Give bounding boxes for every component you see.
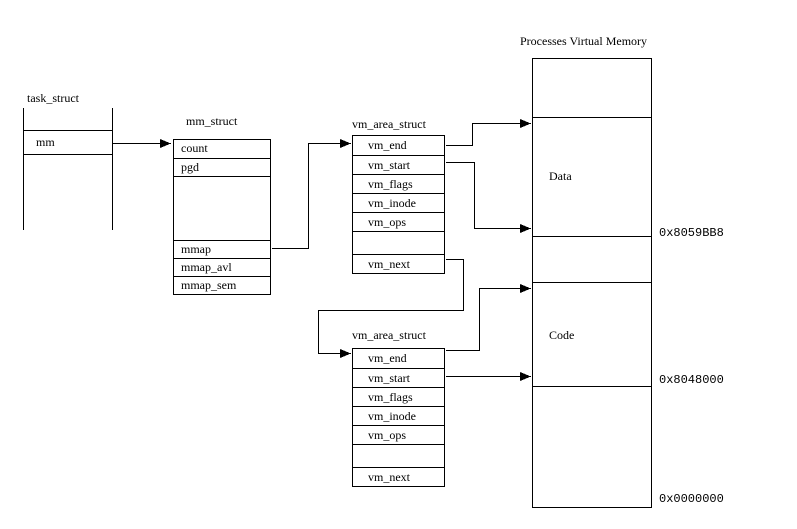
vma2-row-vm-start: vm_start: [353, 368, 444, 387]
memory-region-data: Data: [549, 169, 572, 183]
vma1-row-empty: [353, 231, 444, 254]
arrow-vma1-vm-next-to-vm-area-2: [318, 259, 464, 358]
vma2-row-vm-ops: vm_ops: [353, 425, 444, 444]
address-label-zero: 0x0000000: [659, 492, 724, 506]
mm-struct-row-mmap: mmap: [174, 240, 270, 258]
memory-boundary-data-bottom: [533, 236, 651, 237]
vma1-row-vm-ops: vm_ops: [353, 212, 444, 231]
vma2-row-vm-flags: vm_flags: [353, 387, 444, 406]
vm-area-struct-2-box: vm_end vm_start vm_flags vm_inode vm_ops…: [352, 348, 445, 487]
mm-struct-row-mmap-avl: mmap_avl: [174, 258, 270, 276]
mm-struct-label: mm_struct: [186, 114, 238, 128]
task-struct-field-mm: mm: [36, 135, 55, 149]
mm-struct-box: count pgd mmap mmap_avl mmap_sem: [173, 139, 271, 295]
vm-area-struct-2-label: vm_area_struct: [352, 328, 426, 342]
vma2-row-empty: [353, 444, 444, 467]
vma1-row-vm-flags: vm_flags: [353, 174, 444, 193]
arrow-vma1-vm-start-to-memory: [446, 162, 531, 233]
arrow-mmap-to-vm-area-1: [272, 139, 351, 249]
vma1-row-vm-next: vm_next: [353, 254, 444, 273]
memory-map-title: Processes Virtual Memory: [520, 34, 648, 48]
vma1-row-vm-end: vm_end: [368, 138, 407, 152]
mm-struct-row-empty: [174, 176, 270, 240]
memory-region-code: Code: [549, 328, 575, 342]
vma2-row-vm-next: vm_next: [353, 467, 444, 486]
vma1-row-vm-start: vm_start: [353, 155, 444, 174]
vma2-row-vm-inode: vm_inode: [353, 406, 444, 425]
address-label-data-start: 0x8059BB8: [659, 226, 724, 240]
address-label-code-start: 0x8048000: [659, 373, 724, 387]
vma1-row-vm-inode: vm_inode: [353, 193, 444, 212]
memory-boundary-code-bottom: [533, 386, 651, 387]
memory-boundary-data-top: [533, 117, 651, 118]
arrow-vma1-vm-end-to-memory: [446, 119, 531, 146]
memory-boundary-code-top: [533, 282, 651, 283]
vma2-row-vm-end: vm_end: [368, 351, 407, 365]
vm-area-struct-1-box: vm_end vm_start vm_flags vm_inode vm_ops…: [352, 135, 445, 274]
mm-struct-row-mmap-sem: mmap_sem: [174, 276, 270, 294]
mm-struct-row-count: count: [181, 141, 208, 155]
memory-map-box: Data Code: [532, 58, 652, 508]
mm-struct-row-pgd: pgd: [174, 158, 270, 176]
arrow-vma2-vm-end-to-memory: [446, 284, 531, 351]
vm-area-struct-1-label: vm_area_struct: [352, 117, 426, 131]
task-struct-label: task_struct: [27, 91, 79, 105]
